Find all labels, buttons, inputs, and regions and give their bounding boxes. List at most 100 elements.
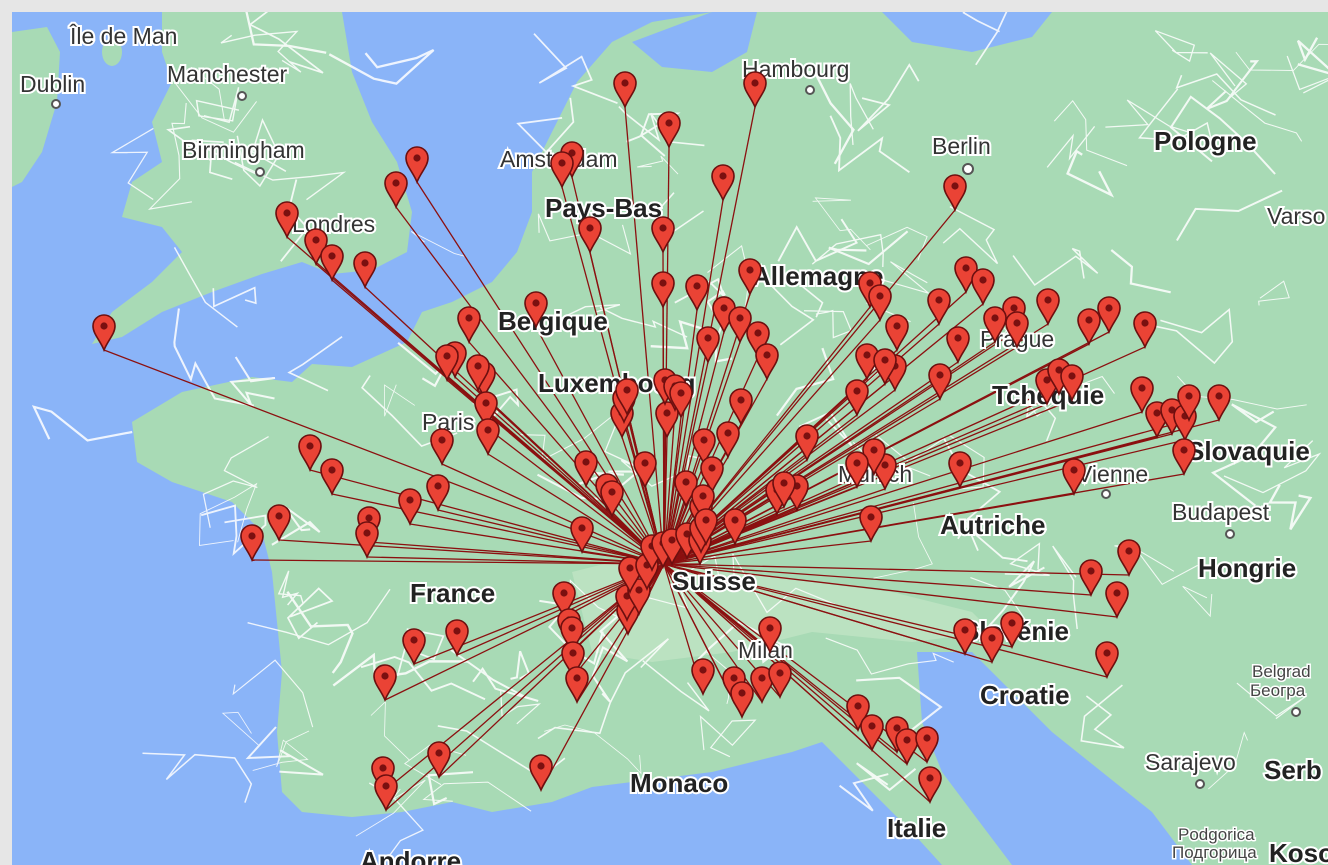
map-pin-icon[interactable] [613, 71, 637, 110]
map-pin-icon[interactable] [700, 456, 724, 495]
map-pin-shape[interactable] [615, 378, 639, 417]
map-pin-shape[interactable] [402, 628, 426, 667]
map-pin-icon[interactable] [983, 306, 1007, 345]
map-pin-shape[interactable] [267, 504, 291, 543]
map-pin-shape[interactable] [373, 664, 397, 703]
map-pin-icon[interactable] [711, 164, 735, 203]
map-pin-icon[interactable] [275, 201, 299, 240]
map-pin-icon[interactable] [1062, 458, 1086, 497]
map-pin-shape[interactable] [1077, 308, 1101, 347]
map-pin-shape[interactable] [1133, 311, 1157, 350]
map-pin-icon[interactable] [1117, 539, 1141, 578]
map-pin-icon[interactable] [1079, 559, 1103, 598]
map-pin-shape[interactable] [476, 418, 500, 457]
map-pin-shape[interactable] [795, 424, 819, 463]
map-pin-shape[interactable] [565, 666, 589, 705]
map-pin-shape[interactable] [948, 451, 972, 490]
map-pin-shape[interactable] [275, 201, 299, 240]
map-pin-icon[interactable] [374, 774, 398, 813]
map-pin-icon[interactable] [445, 619, 469, 658]
map-pin-shape[interactable] [613, 71, 637, 110]
map-pin-shape[interactable] [1117, 539, 1141, 578]
map-pin-shape[interactable] [846, 694, 870, 733]
map-pin-icon[interactable] [943, 174, 967, 213]
map-pin-icon[interactable] [1097, 296, 1121, 335]
map-pin-shape[interactable] [600, 480, 624, 519]
map-pin-icon[interactable] [457, 306, 481, 345]
map-pin-icon[interactable] [768, 661, 792, 700]
map-pin-shape[interactable] [691, 658, 715, 697]
map-pin-icon[interactable] [928, 363, 952, 402]
map-pin-shape[interactable] [946, 326, 970, 365]
map-pin-icon[interactable] [915, 726, 939, 765]
map-pin-shape[interactable] [1062, 458, 1086, 497]
map-pin-shape[interactable] [426, 474, 450, 513]
map-pin-icon[interactable] [772, 471, 796, 510]
map-pin-icon[interactable] [427, 741, 451, 780]
map-pin-icon[interactable] [723, 508, 747, 547]
map-pin-icon[interactable] [750, 666, 774, 705]
map-pin-shape[interactable] [755, 343, 779, 382]
map-pin-icon[interactable] [600, 480, 624, 519]
map-pin-icon[interactable] [474, 391, 498, 430]
map-pin-shape[interactable] [405, 146, 429, 185]
map-pin-icon[interactable] [320, 458, 344, 497]
map-pin-icon[interactable] [685, 274, 709, 313]
map-pin-icon[interactable] [692, 428, 716, 467]
map-pin-icon[interactable] [691, 484, 715, 523]
map-pin-icon[interactable] [655, 401, 679, 440]
map-pin-icon[interactable] [895, 728, 919, 767]
map-pin-shape[interactable] [700, 456, 724, 495]
map-pin-shape[interactable] [750, 666, 774, 705]
map-pin-icon[interactable] [529, 754, 553, 793]
map-pin-icon[interactable] [1036, 288, 1060, 327]
map-pin-shape[interactable] [685, 274, 709, 313]
map-pin-shape[interactable] [716, 421, 740, 460]
map-pin-icon[interactable] [755, 343, 779, 382]
map-pin-shape[interactable] [730, 681, 754, 720]
map-pin-shape[interactable] [696, 326, 720, 365]
map-pin-shape[interactable] [320, 244, 344, 283]
map-pin-icon[interactable] [1177, 384, 1201, 423]
map-pin-icon[interactable] [1105, 581, 1129, 620]
map-pin-icon[interactable] [696, 326, 720, 365]
map-pin-shape[interactable] [918, 766, 942, 805]
map-pin-icon[interactable] [353, 251, 377, 290]
map-pin-icon[interactable] [846, 694, 870, 733]
map-pin-shape[interactable] [398, 488, 422, 527]
map-pin-shape[interactable] [1177, 384, 1201, 423]
map-pin-icon[interactable] [355, 521, 379, 560]
map-pin-shape[interactable] [943, 174, 967, 213]
map-pin-shape[interactable] [633, 451, 657, 490]
map-pin-icon[interactable] [524, 291, 548, 330]
map-pin-icon[interactable] [402, 628, 426, 667]
map-markers[interactable] [92, 71, 1231, 813]
map-pin-shape[interactable] [723, 508, 747, 547]
map-pin-icon[interactable] [1133, 311, 1157, 350]
map-pin-icon[interactable] [550, 151, 574, 190]
map-pin-icon[interactable] [738, 258, 762, 297]
map-pin-icon[interactable] [691, 658, 715, 697]
map-pin-icon[interactable] [627, 578, 651, 617]
map-pin-icon[interactable] [1000, 611, 1024, 650]
map-pin-icon[interactable] [746, 321, 770, 360]
map-pin-icon[interactable] [918, 766, 942, 805]
map-pin-icon[interactable] [92, 314, 116, 353]
map-pin-icon[interactable] [426, 474, 450, 513]
map-pin-icon[interactable] [873, 348, 897, 387]
map-pin-icon[interactable] [1172, 438, 1196, 477]
map-pin-shape[interactable] [845, 379, 869, 418]
map-pin-shape[interactable] [980, 626, 1004, 665]
map-pin-shape[interactable] [561, 641, 585, 680]
map-pin-shape[interactable] [729, 388, 753, 427]
map-pin-icon[interactable] [758, 616, 782, 655]
map-pin-shape[interactable] [1079, 559, 1103, 598]
map-pin-shape[interactable] [320, 458, 344, 497]
map-pin-shape[interactable] [1005, 311, 1029, 350]
map-pin-shape[interactable] [868, 284, 892, 323]
map-pin-shape[interactable] [550, 151, 574, 190]
map-pin-shape[interactable] [927, 288, 951, 327]
map-pin-icon[interactable] [953, 618, 977, 657]
map-pin-icon[interactable] [561, 641, 585, 680]
map-pin-icon[interactable] [565, 666, 589, 705]
